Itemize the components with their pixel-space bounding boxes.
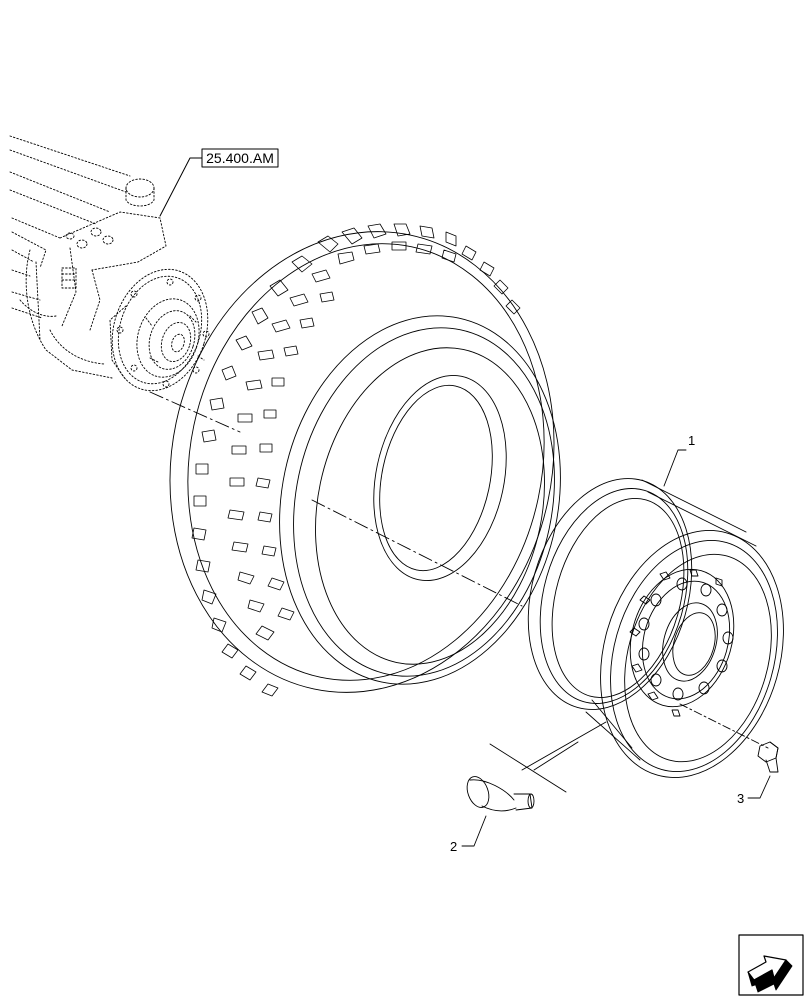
valve-bracket-1: [489, 743, 567, 793]
tyre: [169, 231, 561, 693]
callout-1-leader: [663, 449, 687, 487]
reference-box-text: 25.400.AM: [206, 150, 274, 166]
callout-1-number: 1: [688, 433, 695, 448]
tyre-valve: [466, 776, 535, 812]
wheel-hub: [109, 268, 210, 392]
valve-leader: [521, 721, 607, 771]
callout-2-leader: [461, 815, 487, 847]
callout-3-leader: [747, 775, 771, 799]
next-page-arrow-icon[interactable]: [738, 934, 804, 996]
axle-housing: [9, 135, 167, 379]
reference-box-25-400-am[interactable]: [159, 148, 279, 217]
centerline-tyre: [311, 499, 523, 607]
wheel-rim: [527, 478, 784, 778]
callout-3-number: 3: [737, 791, 744, 806]
wheel-bolt: [757, 741, 779, 773]
centerline-hub: [149, 391, 241, 433]
centerline-bolt: [679, 703, 769, 749]
callout-2-number: 2: [450, 839, 457, 854]
valve-bracket-2: [533, 741, 579, 771]
tyre-tread: [191, 223, 521, 697]
